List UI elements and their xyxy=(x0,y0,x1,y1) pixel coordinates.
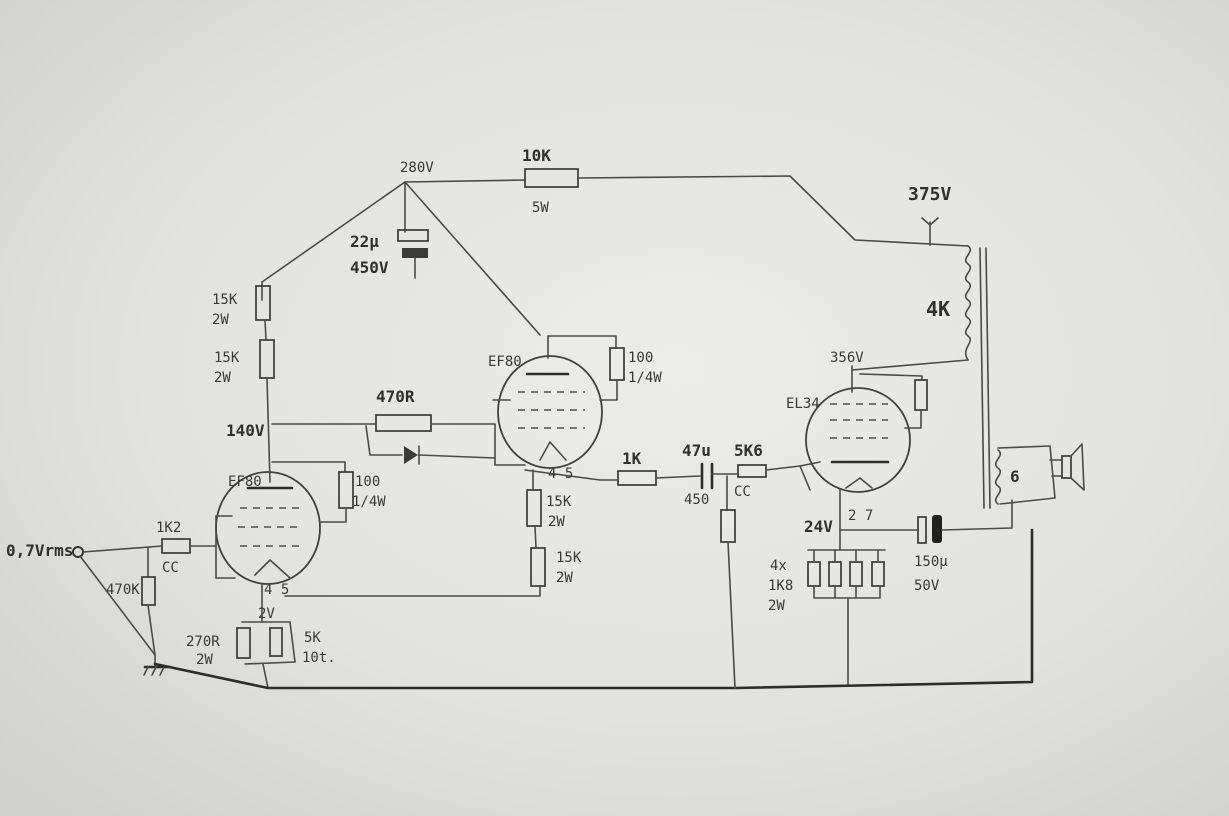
label-grid-r: 5K6 xyxy=(734,441,763,460)
screen-resistor xyxy=(914,379,928,411)
top-rail-wire xyxy=(261,175,969,336)
label-v2-name: EF80 xyxy=(488,354,522,370)
label-bypass-cap-voltage: 50V xyxy=(914,578,940,594)
ground-rail xyxy=(153,528,1034,690)
label-transformer-impedance: 4K xyxy=(926,297,950,321)
label-v2-plate-r-power: 1/4W xyxy=(628,370,662,386)
label-v1-plate-r-power: 1/4W xyxy=(352,494,386,510)
resistor-270r xyxy=(236,627,251,659)
label-r-upper-power: 2W xyxy=(212,312,229,328)
label-reservoir-cap: 22µ xyxy=(350,232,379,251)
label-supply-voltage: 375V xyxy=(908,184,952,205)
resistor-5k6 xyxy=(737,464,767,478)
label-r-lower-power: 2W xyxy=(214,370,231,386)
resistor-15k-upper xyxy=(255,285,271,321)
label-coupling-cap-v: 450 xyxy=(684,492,709,508)
resistor-100-v2 xyxy=(609,347,625,381)
label-v1-pins: 4 5 xyxy=(264,582,289,598)
cathode-array-r2 xyxy=(828,561,842,587)
resistor-470k xyxy=(141,576,156,606)
label-v2-plate-r: 100 xyxy=(628,350,653,366)
label-r-mid-2-power: 2W xyxy=(556,570,573,586)
label-r-upper: 15K xyxy=(212,292,238,308)
label-v1-name: EF80 xyxy=(228,474,262,490)
cathode-array-r4 xyxy=(871,561,885,587)
label-v1-plate-r: 100 xyxy=(355,474,380,490)
reservoir-capacitor xyxy=(397,229,429,279)
label-r-mid-1-power: 2W xyxy=(548,514,565,530)
label-feedback-resistor: 470R xyxy=(376,387,415,406)
resistor-470r xyxy=(375,414,432,432)
label-r-lower: 15K xyxy=(214,350,240,366)
label-pot-value: 5K xyxy=(304,630,321,646)
label-grid-stopper-type: CC xyxy=(162,560,179,576)
label-coupling-cap: 47u xyxy=(682,441,711,460)
grid-resistor xyxy=(720,509,736,543)
label-r-mid-2: 15K xyxy=(556,550,582,566)
resistor-15k-mid-1 xyxy=(526,489,542,527)
label-grid-stopper: 1K2 xyxy=(156,520,181,536)
label-cathode-voltage-1: 2V xyxy=(258,606,275,622)
label-output-tube: EL34 xyxy=(786,396,820,412)
label-cathode-r: 270R xyxy=(186,634,220,650)
label-cathode-array-power: 2W xyxy=(768,598,785,614)
output-transformer xyxy=(964,245,1056,509)
label-mid-voltage: 140V xyxy=(226,421,265,440)
resistor-1k2 xyxy=(161,538,191,554)
resistor-1k xyxy=(617,470,657,486)
label-v2-pins: 4 5 xyxy=(548,466,573,482)
label-r-mid-1: 15K xyxy=(546,494,572,510)
label-grid-r-type: CC xyxy=(734,484,751,500)
input-jack-icon xyxy=(72,546,84,558)
resistor-15k-lower xyxy=(259,339,275,379)
resistor-15k-mid-2 xyxy=(530,547,546,587)
label-pot-type: 10t. xyxy=(302,650,336,666)
label-output-pins: 2 7 xyxy=(848,508,873,524)
label-output-cathode-voltage: 24V xyxy=(804,517,833,536)
tube-el34 xyxy=(805,387,911,493)
potentiometer-5k xyxy=(269,627,283,657)
label-input-resistor: 470K xyxy=(106,582,140,598)
label-input-level: 0,7Vrms xyxy=(6,541,73,560)
speaker-icon xyxy=(1049,443,1085,491)
label-top-resistor: 10K xyxy=(522,146,551,165)
bypass-cap-electrolytic xyxy=(932,515,942,543)
label-output-plate-voltage: 356V xyxy=(830,350,864,366)
label-top-resistor-power: 5W xyxy=(532,200,549,216)
resistor-100-v1 xyxy=(338,471,354,509)
cathode-array-r3 xyxy=(849,561,863,587)
label-speaker-tap: 6 xyxy=(1010,467,1020,486)
label-bypass-cap: 150µ xyxy=(914,554,948,570)
label-top-voltage: 280V xyxy=(400,160,434,176)
resistor-10k xyxy=(524,168,579,188)
bypass-cap-plate xyxy=(917,516,927,544)
label-cathode-r-power: 2W xyxy=(196,652,213,668)
label-coupling-r: 1K xyxy=(622,449,642,468)
label-cathode-array-count: 4x xyxy=(770,558,787,574)
cathode-array-r1 xyxy=(807,561,821,587)
label-cathode-array-value: 1K8 xyxy=(768,578,793,594)
tube-ef80-middle xyxy=(497,355,603,469)
label-reservoir-cap-voltage: 450V xyxy=(350,258,389,277)
diode-icon xyxy=(404,446,418,464)
